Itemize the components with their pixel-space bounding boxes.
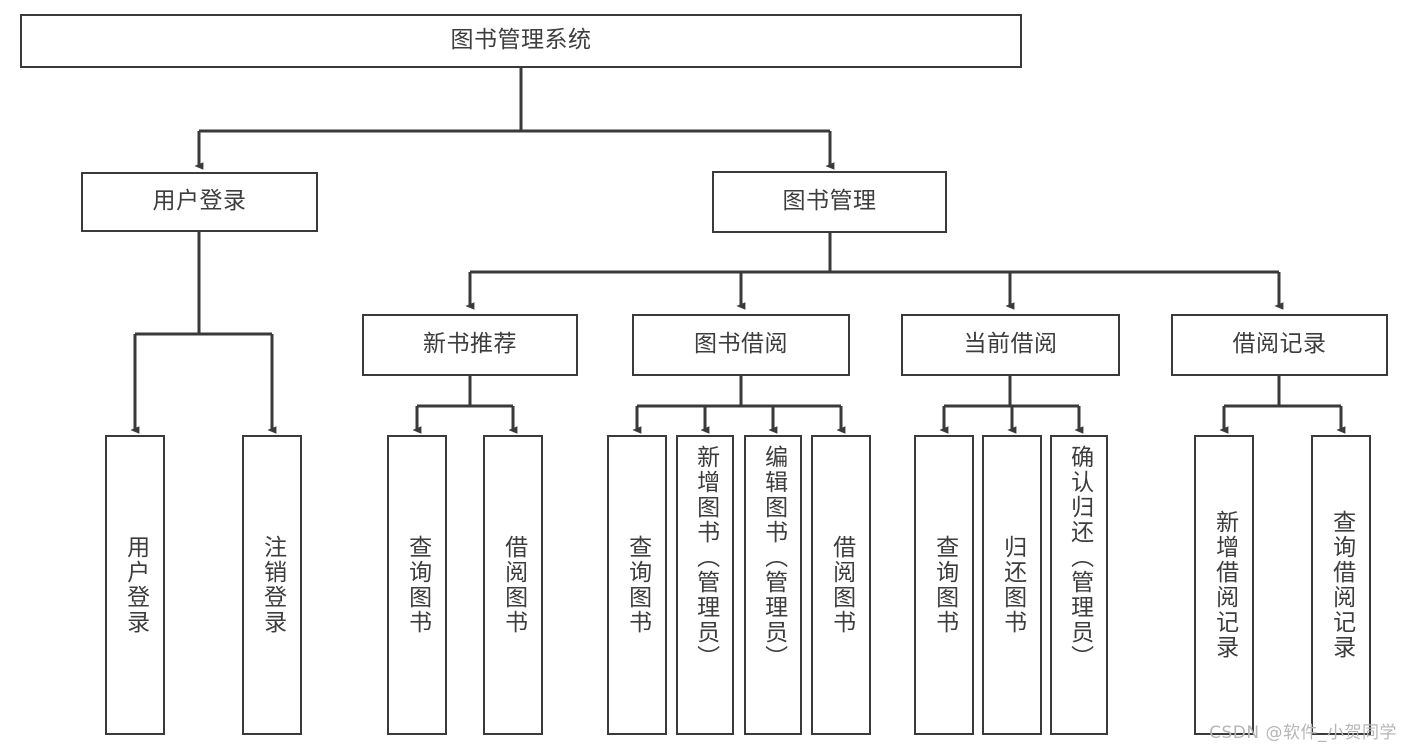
node-leaf-add-record[interactable]: 新增借阅记录 — [1194, 435, 1254, 735]
node-leaf-query-book-1-label: 查询图书 — [404, 535, 431, 635]
node-leaf-user-login[interactable]: 用户登录 — [105, 435, 165, 735]
node-book-borrow-label: 图书借阅 — [694, 331, 788, 358]
node-leaf-borrow-book-1-label: 借阅图书 — [500, 535, 527, 635]
node-leaf-edit-book-label: 编辑图书（管理员） — [760, 445, 787, 670]
node-leaf-confirm-return[interactable]: 确认归还（管理员） — [1050, 435, 1108, 735]
node-leaf-query-book-3[interactable]: 查询图书 — [914, 435, 974, 735]
node-borrow-record[interactable]: 借阅记录 — [1171, 314, 1388, 376]
node-borrow-record-label: 借阅记录 — [1232, 331, 1327, 358]
node-leaf-borrow-book-2-label: 借阅图书 — [828, 535, 855, 635]
node-leaf-return-book-label: 归还图书 — [999, 535, 1026, 635]
node-leaf-query-record[interactable]: 查询借阅记录 — [1311, 435, 1371, 735]
node-leaf-query-book-1[interactable]: 查询图书 — [387, 435, 447, 735]
node-leaf-borrow-book-2[interactable]: 借阅图书 — [811, 435, 871, 735]
watermark-text: CSDN @软件_小贺同学 — [1209, 723, 1397, 743]
node-leaf-logout-login[interactable]: 注销登录 — [242, 435, 302, 735]
node-leaf-return-book[interactable]: 归还图书 — [982, 435, 1042, 735]
node-leaf-query-book-2[interactable]: 查询图书 — [607, 435, 667, 735]
node-leaf-add-book[interactable]: 新增图书（管理员） — [676, 435, 734, 735]
node-book-management-label: 图书管理 — [782, 188, 877, 215]
node-root[interactable]: 图书管理系统 — [20, 14, 1022, 68]
node-leaf-user-login-label: 用户登录 — [122, 535, 149, 635]
node-leaf-add-record-label: 新增借阅记录 — [1211, 510, 1238, 660]
node-leaf-edit-book[interactable]: 编辑图书（管理员） — [744, 435, 802, 735]
node-leaf-confirm-return-label: 确认归还（管理员） — [1066, 445, 1093, 670]
node-user-login-label: 用户登录 — [152, 188, 247, 215]
node-leaf-query-record-label: 查询借阅记录 — [1328, 510, 1355, 660]
node-root-label: 图书管理系统 — [450, 27, 592, 54]
node-current-borrow[interactable]: 当前借阅 — [901, 314, 1120, 376]
node-new-book-recommend-label: 新书推荐 — [423, 331, 517, 358]
node-leaf-add-book-label: 新增图书（管理员） — [692, 445, 719, 670]
node-leaf-query-book-2-label: 查询图书 — [624, 535, 651, 635]
node-book-borrow[interactable]: 图书借阅 — [632, 314, 850, 376]
node-leaf-query-book-3-label: 查询图书 — [931, 535, 958, 635]
node-current-borrow-label: 当前借阅 — [963, 331, 1058, 358]
node-new-book-recommend[interactable]: 新书推荐 — [362, 314, 578, 376]
node-user-login[interactable]: 用户登录 — [81, 172, 318, 232]
node-leaf-borrow-book-1[interactable]: 借阅图书 — [483, 435, 543, 735]
node-book-management[interactable]: 图书管理 — [712, 171, 947, 233]
node-leaf-logout-login-label: 注销登录 — [259, 535, 286, 635]
